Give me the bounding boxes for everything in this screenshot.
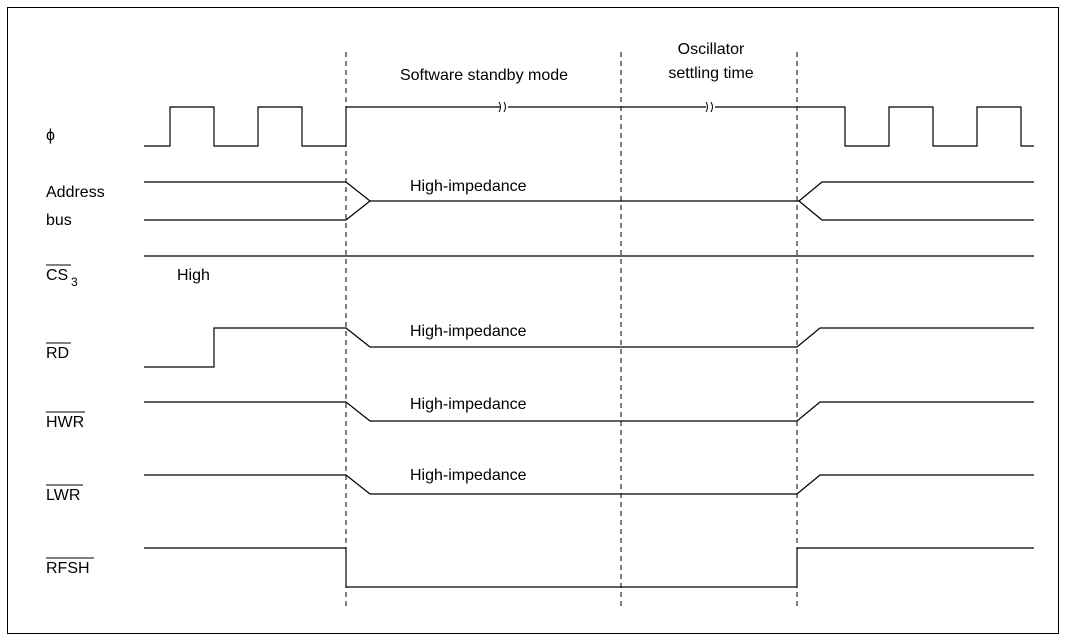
lwr-label: LWR [46, 487, 80, 504]
rfsh-label: RFSH [46, 560, 90, 577]
hwr-state: High-impedance [410, 396, 527, 413]
hwr-waveform-left [144, 401, 371, 422]
rd-waveform-right [796, 327, 1034, 348]
oscillator-settling-label-line1: Oscillator [678, 41, 745, 58]
phi-waveform-left [144, 106, 500, 147]
rd-waveform-left [144, 327, 371, 368]
cs3-label: CS [46, 267, 68, 284]
lwr-state: High-impedance [410, 467, 527, 484]
phi-waveform-right [715, 106, 1034, 147]
rfsh-waveform [144, 547, 1034, 588]
diagram-frame [7, 7, 1059, 634]
oscillator-settling-label-line2: settling time [668, 65, 753, 82]
address-bus-label-line1: Address [46, 184, 105, 201]
address-bus-waveform-right [798, 181, 1034, 221]
address-bus-label-line2: bus [46, 212, 72, 229]
rd-label: RD [46, 345, 69, 362]
hwr-waveform-right [796, 401, 1034, 422]
address-bus-state: High-impedance [410, 178, 527, 195]
phi-break-mark-1 [498, 101, 506, 113]
phi-label: ϕ [46, 127, 55, 144]
cs3-subscript: 3 [71, 275, 78, 289]
address-bus-waveform-left [144, 181, 371, 221]
hwr-label: HWR [46, 414, 84, 431]
software-standby-label: Software standby mode [400, 67, 568, 84]
lwr-waveform-right [796, 474, 1034, 495]
rd-state: High-impedance [410, 323, 527, 340]
phi-break-mark-2 [705, 101, 713, 113]
lwr-waveform-left [144, 474, 371, 495]
cs3-state: High [177, 267, 210, 284]
